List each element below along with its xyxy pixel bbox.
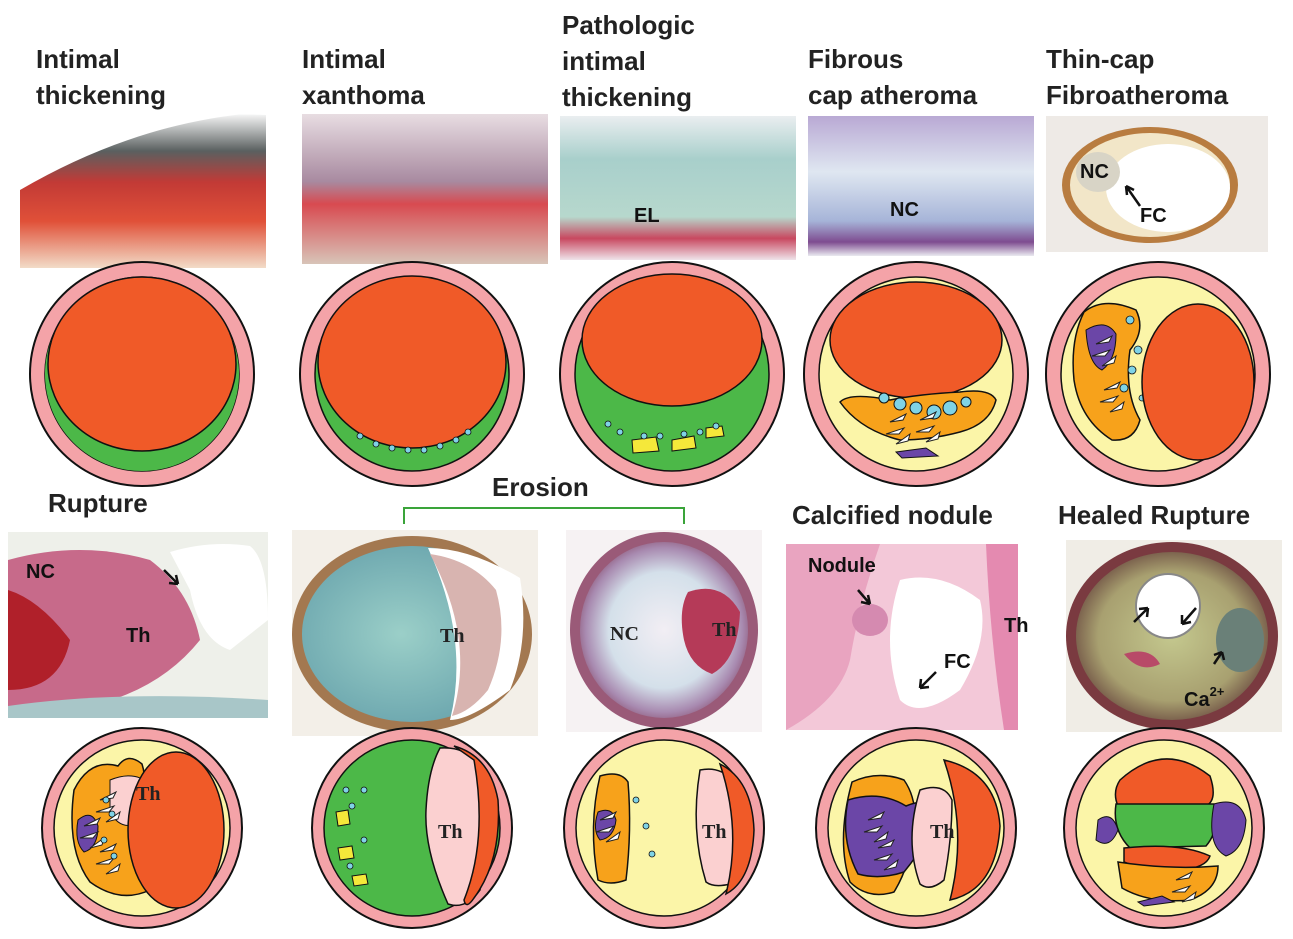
- label-nodule: Nodule: [808, 555, 876, 577]
- histology-erosion-a: Th: [292, 530, 538, 736]
- diagram-label-th-rupture: Th: [136, 783, 160, 805]
- diagram-label-th-erosion-a: Th: [438, 821, 462, 843]
- histology-fibrous-cap-atheroma: NC: [808, 116, 1034, 256]
- erosion-bracket: [404, 508, 684, 524]
- title-pathologic-intimal-thickening: Pathologic intimal thickening: [562, 10, 702, 112]
- diagram-healed-rupture: [1064, 728, 1264, 928]
- diagram-thin-cap-fibroatheroma: [1046, 262, 1270, 486]
- diagram-intimal-xanthoma: [300, 262, 524, 486]
- title-calcified-nodule: Calcified nodule: [792, 500, 993, 530]
- histology-calcified-nodule: Nodule FC Th: [786, 544, 1028, 730]
- histology-thin-cap-fibroatheroma: NC FC: [1046, 116, 1268, 252]
- diagram-fibrous-cap-atheroma: [804, 262, 1028, 486]
- histology-intimal-xanthoma: [302, 114, 548, 264]
- histology-healed-rupture: Ca2+: [1066, 540, 1282, 732]
- title-erosion: Erosion: [492, 472, 589, 502]
- title-rupture: Rupture: [48, 488, 148, 518]
- histology-pathologic-intimal-thickening: EL: [560, 116, 796, 260]
- label-el: EL: [634, 205, 660, 227]
- label-th-erosion-a: Th: [440, 625, 464, 647]
- diagram-pathologic-intimal-thickening: [560, 262, 784, 486]
- diagram-label-th-erosion-b: Th: [702, 821, 726, 843]
- diagram-erosion-b: Th: [564, 728, 764, 928]
- title-healed-rupture: Healed Rupture: [1058, 500, 1250, 530]
- label-th-rupture: Th: [126, 625, 150, 647]
- label-nc-erosion-b: NC: [610, 623, 639, 645]
- label-fc-tcfa: FC: [1140, 205, 1167, 227]
- label-th-calcified: Th: [1004, 615, 1028, 637]
- title-thin-cap-fibroatheroma: Thin-cap Fibroatheroma: [1046, 44, 1229, 110]
- diagram-label-th-calcified: Th: [930, 821, 954, 843]
- histology-intimal-thickening: [20, 110, 266, 268]
- label-th-erosion-b: Th: [712, 619, 736, 641]
- label-nc-rupture: NC: [26, 561, 55, 583]
- histology-erosion-b: NC Th: [566, 530, 762, 732]
- label-fc-calcified: FC: [944, 651, 971, 673]
- title-fibrous-cap-atheroma: Fibrous cap atheroma: [808, 44, 978, 110]
- title-intimal-thickening: Intimal thickening: [36, 44, 166, 110]
- diagram-rupture: Th: [42, 728, 242, 928]
- diagram-intimal-thickening: [30, 262, 254, 486]
- label-nc: NC: [890, 199, 919, 221]
- histology-rupture: NC Th: [8, 532, 268, 718]
- title-intimal-xanthoma: Intimal xanthoma: [302, 44, 425, 110]
- label-nc-tcfa: NC: [1080, 161, 1109, 183]
- diagram-erosion-a: Th: [312, 728, 512, 928]
- diagram-calcified-nodule: Th: [816, 728, 1016, 928]
